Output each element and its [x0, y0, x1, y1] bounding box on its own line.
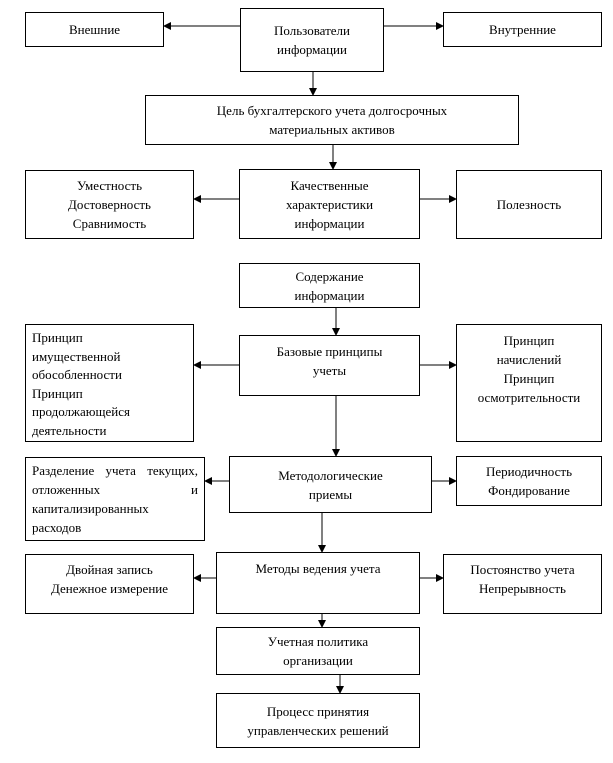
- information-users-box: Пользователи информации: [240, 8, 384, 72]
- quality-list-line-1: Уместность: [77, 178, 142, 193]
- information-content-line-2: информации: [294, 287, 365, 303]
- quality-list-box: Уместность Достоверность Сравнимость: [25, 170, 194, 239]
- periodicity-line-2: Фондирование: [488, 483, 570, 498]
- usefulness-box: Полезность: [456, 170, 602, 239]
- usefulness-label: Полезность: [496, 197, 562, 212]
- accounting-policy-line-2: организации: [283, 653, 353, 668]
- qualitative-characteristics-line-3: информации: [294, 215, 365, 231]
- qualitative-characteristics-box: Качественные характеристики информации: [239, 169, 420, 239]
- principles-right-line-2: начислений: [496, 352, 562, 367]
- internal-users-label: Внутренние: [489, 22, 556, 37]
- information-content-line-1: Содержание: [295, 268, 364, 284]
- base-principles-line-2: учеты: [312, 363, 347, 378]
- principles-right-line-4: осмотрительности: [477, 390, 581, 405]
- principles-right-line-3: Принцип: [503, 371, 555, 386]
- accounting-goal-line-2: материальных активов: [269, 122, 395, 137]
- principles-left-line-3: обособленности: [32, 367, 122, 382]
- principles-right-line-1: Принцип: [503, 333, 555, 348]
- methodological-techniques-box: Методологические приемы: [229, 456, 432, 513]
- periodicity-box: Периодичность Фондирование: [456, 456, 602, 506]
- principles-left-line-6: деятельности: [32, 422, 107, 438]
- accounting-methods-label: Методы ведения учета: [255, 561, 381, 576]
- principles-right-box: Принцип начислений Принцип осмотрительно…: [456, 324, 602, 442]
- accounting-policy-line-1: Учетная политика: [267, 634, 369, 649]
- base-principles-box: Базовые принципы учеты: [239, 335, 420, 396]
- internal-users-box: Внутренние: [443, 12, 602, 47]
- accounting-goal-line-1: Цель бухгалтерского учета долгосрочных: [216, 103, 448, 118]
- principles-left-line-5: продолжающейся: [32, 404, 130, 419]
- base-principles-line-1: Базовые принципы: [276, 344, 383, 359]
- external-users-box: Внешние: [25, 12, 164, 47]
- quality-list-line-3: Сравнимость: [72, 216, 147, 231]
- decision-process-box: Процесс принятия управленческих решений: [216, 693, 420, 748]
- principles-left-line-4: Принцип: [32, 385, 83, 401]
- methods-right-line-1: Постоянство учета: [470, 562, 575, 577]
- methodological-techniques-line-2: приемы: [308, 486, 353, 502]
- methods-right-box: Постоянство учета Непрерывность: [443, 554, 602, 614]
- periodicity-line-1: Периодичность: [485, 464, 572, 479]
- decision-process-line-1: Процесс принятия: [266, 703, 370, 719]
- accounting-methods-box: Методы ведения учета: [216, 552, 420, 614]
- methods-left-line-2: Денежное измерение: [51, 581, 168, 596]
- information-content-box: Содержание информации: [239, 263, 420, 308]
- accounting-goal-box: Цель бухгалтерского учета долгосрочных м…: [145, 95, 519, 145]
- methods-left-line-1: Двойная запись: [66, 562, 153, 577]
- quality-list-line-2: Достоверность: [68, 197, 151, 212]
- methodological-techniques-line-1: Методологические: [278, 467, 383, 483]
- qualitative-characteristics-line-2: характеристики: [285, 196, 374, 212]
- information-users-line-2: информации: [277, 42, 347, 57]
- methods-right-line-2: Непрерывность: [479, 581, 566, 596]
- expense-separation-box: Разделение учета текущих, отложенных и к…: [25, 457, 205, 541]
- qualitative-characteristics-line-1: Качественные: [290, 177, 369, 193]
- decision-process-line-2: управленческих решений: [247, 722, 389, 738]
- principles-left-line-2: имущественной: [32, 348, 121, 364]
- information-users-line-1: Пользователи: [274, 23, 350, 38]
- principles-left-line-1: Принцип: [32, 330, 83, 345]
- principles-left-box: Принцип имущественной обособленности При…: [25, 324, 194, 442]
- expense-separation-text: Разделение учета текущих, отложенных и к…: [32, 463, 198, 535]
- accounting-policy-box: Учетная политика организации: [216, 627, 420, 675]
- external-users-label: Внешние: [68, 22, 121, 37]
- methods-left-box: Двойная запись Денежное измерение: [25, 554, 194, 614]
